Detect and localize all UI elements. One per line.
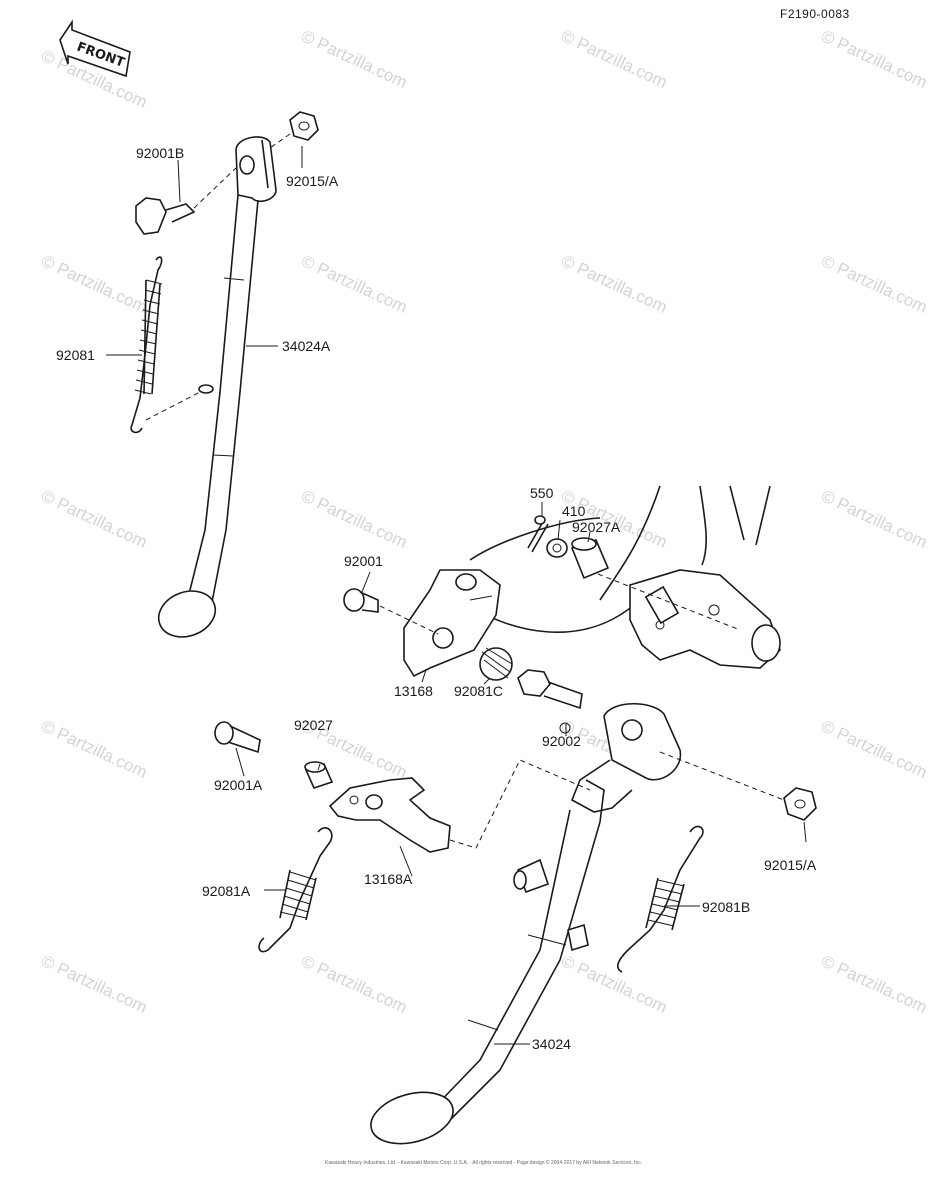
part-label-13168[interactable]: 13168 bbox=[394, 683, 433, 699]
part-label-550[interactable]: 550 bbox=[530, 485, 554, 501]
watermark: © Partzilla.com bbox=[38, 486, 150, 552]
frame-outline bbox=[459, 485, 781, 669]
part-label-92015A-top[interactable]: 92015/A bbox=[286, 173, 339, 189]
watermark: © Partzilla.com bbox=[38, 716, 150, 782]
collar-92027A bbox=[570, 537, 610, 580]
watermark: © Partzilla.com bbox=[558, 251, 670, 317]
bolt-92001A bbox=[214, 721, 261, 754]
part-label-92001A[interactable]: 92001A bbox=[214, 777, 263, 793]
part-label-92081B[interactable]: 92081B bbox=[702, 899, 750, 915]
watermark: © Partzilla.com bbox=[818, 716, 930, 782]
part-labels: 92001B 92015/A 34024A 92081 550 410 9202… bbox=[56, 145, 817, 1052]
watermark: © Partzilla.com bbox=[558, 951, 670, 1017]
side-stand-34024A bbox=[130, 111, 319, 638]
watermark: © Partzilla.com bbox=[818, 951, 930, 1017]
watermark: © Partzilla.com bbox=[38, 251, 150, 317]
bracket-13168A bbox=[328, 759, 591, 853]
nut-92015A-bottom bbox=[783, 787, 817, 821]
spring-92081A bbox=[258, 827, 333, 953]
part-label-92001[interactable]: 92001 bbox=[344, 553, 383, 569]
part-label-34024A[interactable]: 34024A bbox=[282, 338, 331, 354]
part-label-92081[interactable]: 92081 bbox=[56, 347, 95, 363]
cotter-pin-550 bbox=[527, 515, 549, 553]
bolt-92002 bbox=[517, 669, 583, 734]
watermark: © Partzilla.com bbox=[818, 26, 930, 92]
bolt-92001 bbox=[343, 588, 439, 635]
part-label-92027A[interactable]: 92027A bbox=[572, 519, 621, 535]
part-label-92015A-bottom[interactable]: 92015/A bbox=[764, 857, 817, 873]
spring-92081B bbox=[616, 825, 704, 973]
watermark: © Partzilla.com bbox=[298, 251, 410, 317]
part-label-92002[interactable]: 92002 bbox=[542, 733, 581, 749]
watermark: © Partzilla.com bbox=[298, 26, 410, 92]
washer-410 bbox=[546, 538, 568, 558]
watermark: © Partzilla.com bbox=[298, 951, 410, 1017]
part-label-92081A[interactable]: 92081A bbox=[202, 883, 251, 899]
watermark: © Partzilla.com bbox=[38, 951, 150, 1017]
part-label-92081C[interactable]: 92081C bbox=[454, 683, 503, 699]
leader-lines bbox=[106, 146, 807, 1045]
watermark: © Partzilla.com bbox=[818, 251, 930, 317]
main-stand-34024 bbox=[370, 703, 785, 1145]
spring-92081C bbox=[479, 647, 513, 681]
part-label-92027[interactable]: 92027 bbox=[294, 717, 333, 733]
part-label-92001B[interactable]: 92001B bbox=[136, 145, 184, 161]
part-label-410[interactable]: 410 bbox=[562, 503, 586, 519]
watermark: © Partzilla.com bbox=[558, 26, 670, 92]
bracket-13168 bbox=[403, 569, 501, 678]
diagram-ref-code: F2190-0083 bbox=[780, 7, 850, 21]
collar-92027 bbox=[304, 761, 334, 789]
watermark: © Partzilla.com bbox=[818, 486, 930, 552]
part-label-34024[interactable]: 34024 bbox=[532, 1036, 571, 1052]
copyright-text: Kawasaki Heavy Industries, Ltd. · Kawasa… bbox=[325, 1159, 642, 1166]
part-label-13168A[interactable]: 13168A bbox=[364, 871, 413, 887]
watermark: © Partzilla.com bbox=[298, 486, 410, 552]
